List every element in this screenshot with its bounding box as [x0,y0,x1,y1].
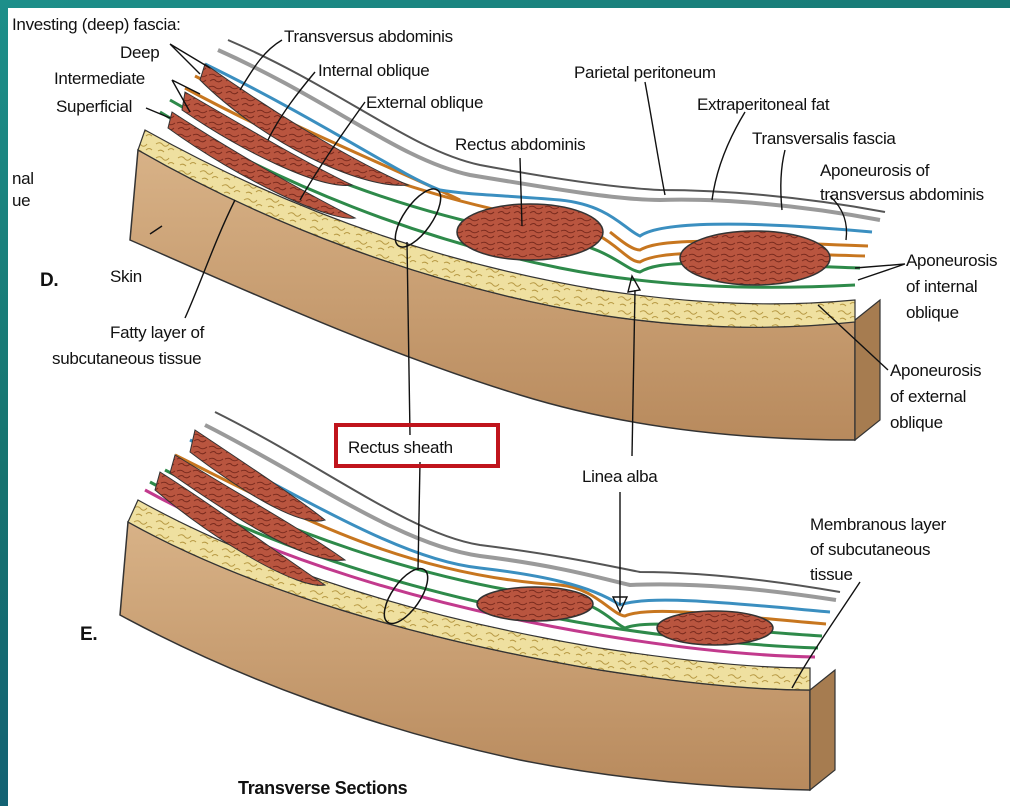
label-transversus-abdominis: Transversus abdominis [284,27,453,46]
label-cut-line1: nal [12,169,34,188]
label-membranous-1: Membranous layer [810,515,947,534]
label-cut-line2: ue [12,191,30,210]
label-internal-oblique: Internal oblique [318,61,429,80]
rectus-abdominis-left-e [477,587,593,621]
label-extraperitoneal-fat: Extraperitoneal fat [697,95,830,114]
label-transversalis-fascia: Transversalis fascia [752,129,896,148]
label-linea-alba: Linea alba [582,467,658,486]
label-rectus-sheath: Rectus sheath [348,438,453,457]
label-membranous-2: of subcutaneous [810,540,930,559]
label-fatty-layer-1: Fatty layer of [110,323,205,342]
label-membranous-3: tissue [810,565,853,584]
label-fatty-layer-2: subcutaneous tissue [52,349,201,368]
label-superficial: Superficial [56,97,132,116]
label-apo-internal-1: Aponeurosis [906,251,997,270]
rectus-abdominis-left-d [457,204,603,260]
label-skin: Skin [110,267,142,286]
diagram-panel: Investing (deep) fascia: Deep Intermedia… [8,8,1010,806]
label-apo-transversus-2: transversus abdominis [820,185,984,204]
section-e-illustration [120,412,840,790]
label-external-oblique: External oblique [366,93,483,112]
label-apo-external-2: of external [890,387,966,406]
label-apo-external-3: oblique [890,413,943,432]
label-investing-fascia: Investing (deep) fascia: [12,15,181,34]
label-rectus-abdominis: Rectus abdominis [455,135,585,154]
label-apo-external-1: Aponeurosis [890,361,981,380]
label-apo-internal-2: of internal [906,277,977,296]
label-apo-transversus-1: Aponeurosis of [820,161,930,180]
abdominal-wall-diagram: Investing (deep) fascia: Deep Intermedia… [8,8,1010,806]
label-section-e: E. [80,624,97,645]
label-deep: Deep [120,43,159,62]
label-parietal-peritoneum: Parietal peritoneum [574,63,716,82]
label-apo-internal-3: oblique [906,303,959,322]
caption-transverse-sections: Transverse Sections [238,778,408,798]
rectus-abdominis-right-d [680,231,830,285]
rectus-abdominis-right-e [657,611,773,645]
label-intermediate: Intermediate [54,69,145,88]
label-section-d: D. [40,270,58,291]
